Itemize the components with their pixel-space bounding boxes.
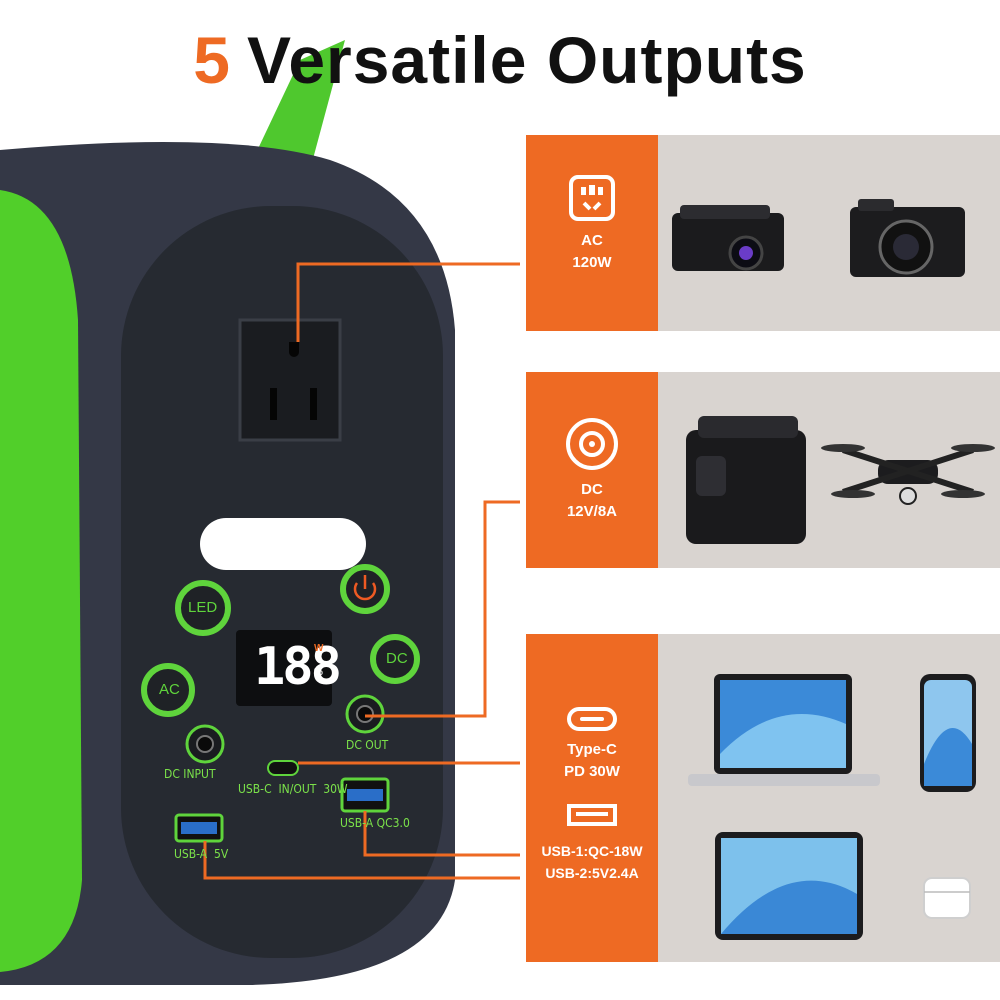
tablet-icon: [715, 832, 863, 940]
dc-devices-panel: [658, 372, 1000, 568]
usb-2-spec: USB-2:5V2.4A: [545, 865, 639, 881]
dc-input-port: [185, 724, 225, 764]
earbuds-icon: [923, 877, 971, 919]
power-station-illustration: [0, 40, 520, 985]
dc-output-panel: DC 12V/8A: [526, 372, 658, 568]
usb-c-label: USB-C IN/OUT 30W: [238, 782, 348, 796]
dc-out-port: [345, 694, 385, 734]
usb-1-spec: USB-1:QC-18W: [541, 843, 643, 859]
dc-port-icon: [566, 418, 618, 470]
usb-a-left-label: USB-A 5V: [174, 847, 229, 861]
led-button-label: LED: [188, 599, 218, 616]
dc-spec: 12V/8A: [566, 503, 618, 520]
usb-a-icon: [567, 804, 617, 826]
title-text: Versatile Outputs: [246, 23, 807, 97]
ac-devices-panel: [658, 135, 1000, 331]
ac-button-label: AC: [159, 681, 180, 698]
projector-icon: [672, 205, 784, 271]
ac-spec: 120W: [572, 254, 612, 271]
phone-icon: [920, 674, 976, 792]
display-digits: 188: [254, 637, 342, 697]
connector-lines: [203, 262, 520, 880]
title-number: 5: [193, 23, 231, 97]
camera-icon: [850, 199, 965, 277]
power-icon: [353, 582, 377, 601]
led-button[interactable]: [175, 580, 231, 636]
ac-button[interactable]: [141, 663, 195, 717]
front-panel: [121, 206, 443, 958]
ac-outlet-icon: [569, 175, 615, 221]
dc-label: DC: [581, 481, 603, 498]
usb-a-right-label: USB-A QC3.0: [340, 816, 410, 830]
usb-c-icon: [567, 707, 617, 731]
dc-out-label: DC OUT: [346, 738, 389, 752]
ac-output-panel: AC 120W: [526, 135, 658, 331]
usb-output-panel: Type-C PD 30W USB-1:QC-18W USB-2:5V2.4A: [526, 634, 658, 962]
display-screen: [236, 630, 332, 706]
usb-c-port: [267, 760, 299, 776]
handle: [248, 40, 345, 170]
laptop-icon: [688, 674, 880, 786]
type-c-label: Type-C: [567, 741, 617, 758]
mini-fridge-icon: [686, 416, 806, 544]
type-c-spec: PD 30W: [564, 763, 620, 780]
display-unit-pct: %: [314, 667, 323, 678]
dc-button-label: DC: [386, 650, 408, 667]
dc-input-label: DC INPUT: [164, 767, 216, 781]
power-button[interactable]: [340, 564, 390, 614]
side-panel: [0, 190, 82, 972]
ac-label: AC: [581, 232, 603, 249]
display-unit-w: W: [314, 643, 324, 654]
drone-icon: [821, 444, 995, 505]
ac-outlet: [238, 318, 342, 442]
led-light-bar: [200, 518, 366, 570]
usb-devices-panel: [658, 634, 1000, 962]
dc-button[interactable]: [370, 634, 420, 684]
